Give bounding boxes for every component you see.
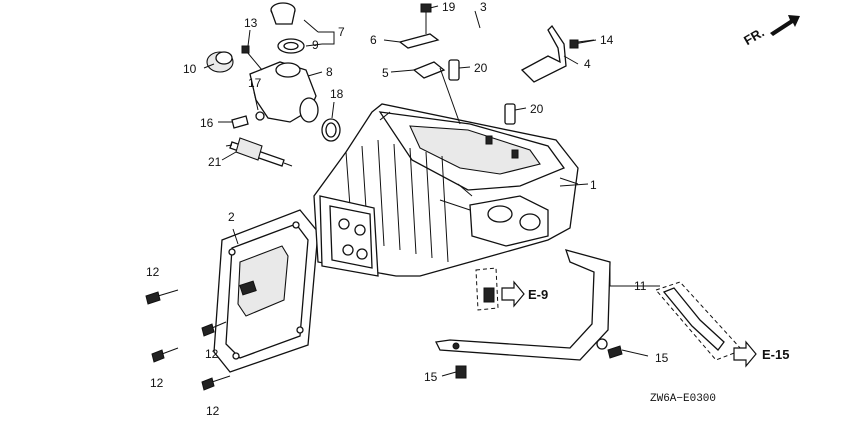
callout-7: 7 [338,25,345,39]
cylinder-barrel [313,103,579,277]
outlet-assembly [206,2,341,142]
callout-6: 6 [370,33,377,47]
head-cover [213,209,319,373]
callout-12a: 12 [146,265,160,279]
callout-11: 11 [634,279,647,293]
bracket [435,249,743,361]
callout-14: 14 [600,33,614,47]
callout-8: 8 [326,65,333,79]
callout-12c: 12 [150,376,164,390]
callout-4: 4 [584,57,591,71]
callout-12b: 12 [205,347,219,361]
callout-numbers: 1 2 3 4 5 6 7 8 9 10 11 12 12 12 12 13 1… [146,0,669,418]
callout-19: 19 [442,0,456,14]
front-arrow-icon [770,15,800,36]
front-label: FR. [741,25,767,48]
reference-e15[interactable]: E-15 [733,340,789,368]
callout-12d: 12 [206,404,220,418]
diagram-code: ZW6A−E0300 [650,393,716,405]
callout-16: 16 [200,116,214,130]
governor-parts [398,3,597,125]
callout-18: 18 [330,87,344,101]
arrow-right-icon [501,280,525,308]
callout-15b: 15 [424,370,438,384]
leader-lines [203,5,660,377]
callout-20a: 20 [474,61,488,75]
bolts [145,267,623,391]
callout-3: 3 [480,0,487,14]
reference-e9-label: E-9 [528,287,548,302]
callout-20b: 20 [530,102,544,116]
callout-1: 1 [590,178,597,192]
callout-5: 5 [382,66,389,80]
callout-15a: 15 [655,351,669,365]
spark-plug [225,137,293,167]
front-direction-indicator: FR. [741,15,800,48]
callout-9: 9 [312,38,319,52]
callout-21: 21 [208,155,222,169]
callout-13: 13 [244,16,258,30]
callout-17: 17 [248,76,262,90]
callout-2: 2 [228,210,235,224]
arrow-right-icon [733,340,757,368]
reference-e9[interactable]: E-9 [501,280,548,308]
reference-e15-label: E-15 [762,347,789,362]
callout-10: 10 [183,62,197,76]
